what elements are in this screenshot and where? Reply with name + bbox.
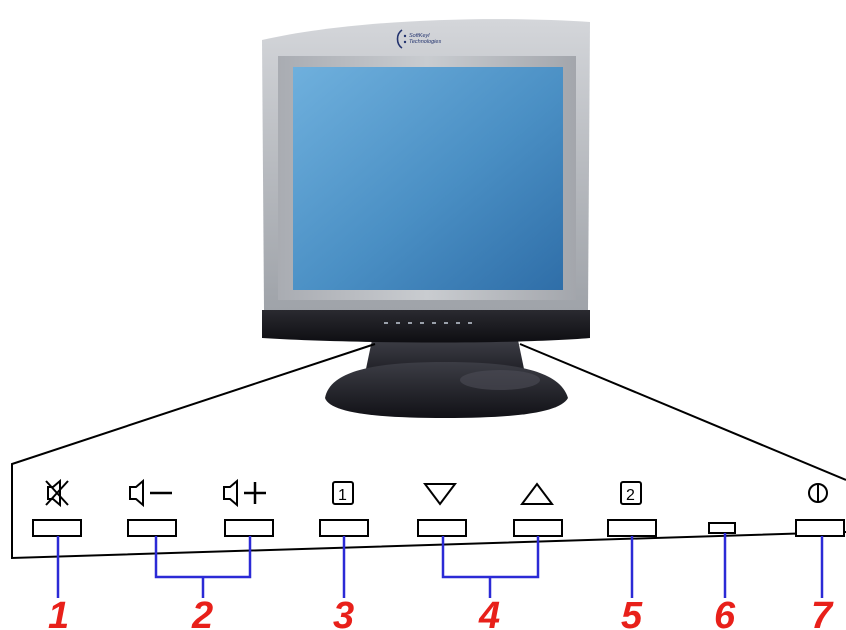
- connector-lines: [56, 533, 824, 598]
- monitor-base-highlight: [460, 370, 540, 390]
- callout-6: 6: [714, 595, 736, 630]
- svg-text:2: 2: [626, 487, 635, 504]
- mute-button[interactable]: [32, 519, 82, 537]
- callout-4: 4: [478, 595, 500, 630]
- connector-2: [154, 536, 252, 598]
- volume-down-button[interactable]: [127, 519, 177, 537]
- monitor: SoftKeyl Technologies: [262, 19, 590, 418]
- input-1-icon: 1: [332, 481, 354, 505]
- volume-down-icon: [129, 478, 172, 508]
- volume-up-button[interactable]: [224, 519, 274, 537]
- brand-line-1: SoftKeyl: [409, 33, 430, 39]
- callout-7: 7: [811, 595, 834, 630]
- callout-panel-outline: [11, 343, 846, 560]
- callout-2: 2: [191, 595, 213, 630]
- monitor-base: [325, 362, 568, 418]
- input-2-button[interactable]: [607, 519, 657, 537]
- mute-icon: [45, 478, 69, 508]
- brand-line-2: Technologies: [409, 39, 441, 45]
- power-icon: [808, 483, 828, 503]
- svg-text:1: 1: [338, 487, 347, 504]
- input-1-button[interactable]: [319, 519, 369, 537]
- connector-4: [441, 536, 540, 598]
- input-2-icon: 2: [620, 481, 642, 505]
- power-led: [708, 522, 736, 534]
- down-button[interactable]: [417, 519, 467, 537]
- up-button[interactable]: [513, 519, 563, 537]
- callout-1: 1: [48, 595, 69, 630]
- volume-up-icon: [223, 478, 266, 508]
- arrow-up-icon: [520, 482, 554, 505]
- physical-buttons: [32, 519, 845, 537]
- callout-numbers: 1 2 3 4 5 6 7: [48, 595, 834, 630]
- strip-buttons: [384, 322, 472, 324]
- control-strip: [262, 310, 590, 343]
- monitor-screen: [293, 67, 563, 290]
- arrow-down-icon: [423, 483, 457, 506]
- button-icons: 1 2: [45, 478, 828, 508]
- power-button[interactable]: [795, 519, 845, 537]
- callout-5: 5: [621, 595, 643, 630]
- brand-logo: SoftKeyl Technologies: [396, 29, 441, 49]
- callout-3: 3: [333, 595, 354, 630]
